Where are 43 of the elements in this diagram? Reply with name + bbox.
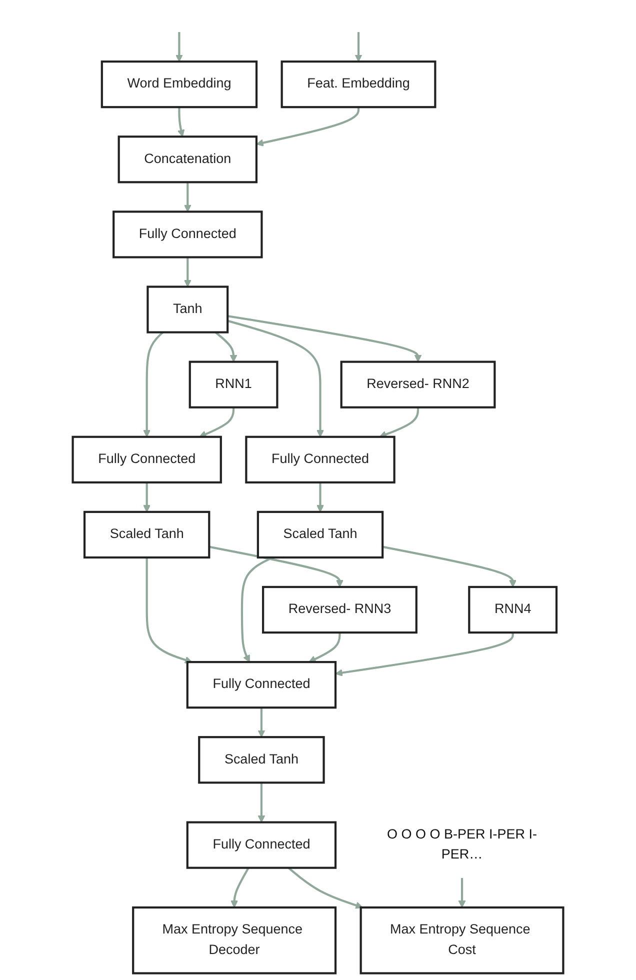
node-box: Tanh [146, 286, 229, 334]
arrow [177, 107, 185, 137]
node-box: Reversed- RNN2 [340, 360, 496, 408]
arrow [199, 407, 235, 438]
arrow [230, 867, 250, 908]
arrow [227, 320, 324, 438]
node-box: Fully Connected [186, 821, 337, 869]
node-box: Fully Connected [245, 436, 396, 484]
node-box: Concatenation [118, 136, 258, 184]
arrow [143, 482, 151, 512]
node-box: Fully Connected [186, 661, 337, 709]
node-box: RNN4 [468, 586, 558, 634]
node-box: RNN1 [188, 360, 278, 408]
arrow [258, 782, 266, 823]
arrow [146, 557, 192, 664]
arrow [458, 878, 466, 908]
node-box: Feat. Embedding [280, 60, 436, 108]
node-box: Scaled Tanh [83, 510, 210, 559]
arrow [258, 708, 266, 738]
arrow [214, 331, 238, 362]
node-box: Max Entropy Sequence Cost [360, 906, 564, 974]
arrow [227, 314, 422, 362]
arrow [208, 546, 344, 588]
node-box: Scaled Tanh [198, 736, 325, 784]
arrow [316, 482, 324, 512]
node-box: Fully Connected [112, 210, 263, 258]
arrow [308, 632, 341, 662]
node-box: Scaled Tanh [256, 510, 384, 559]
node-box: Word Embedding [100, 60, 258, 108]
arrow [354, 32, 362, 62]
arrow [143, 332, 164, 438]
arrow [184, 182, 192, 212]
arrow [184, 257, 192, 288]
node-box: Max Entropy Sequence Decoder [132, 906, 337, 974]
node-text: O O O O B-PER I-PER I-PER… [387, 827, 537, 862]
arrow [176, 32, 183, 62]
arrow [288, 867, 363, 909]
arrow [335, 632, 514, 676]
node-box: Reversed- RNN3 [262, 586, 418, 634]
arrow [382, 546, 517, 588]
arrow [256, 107, 360, 146]
node-box: Fully Connected [72, 436, 222, 484]
arrow [379, 407, 420, 438]
